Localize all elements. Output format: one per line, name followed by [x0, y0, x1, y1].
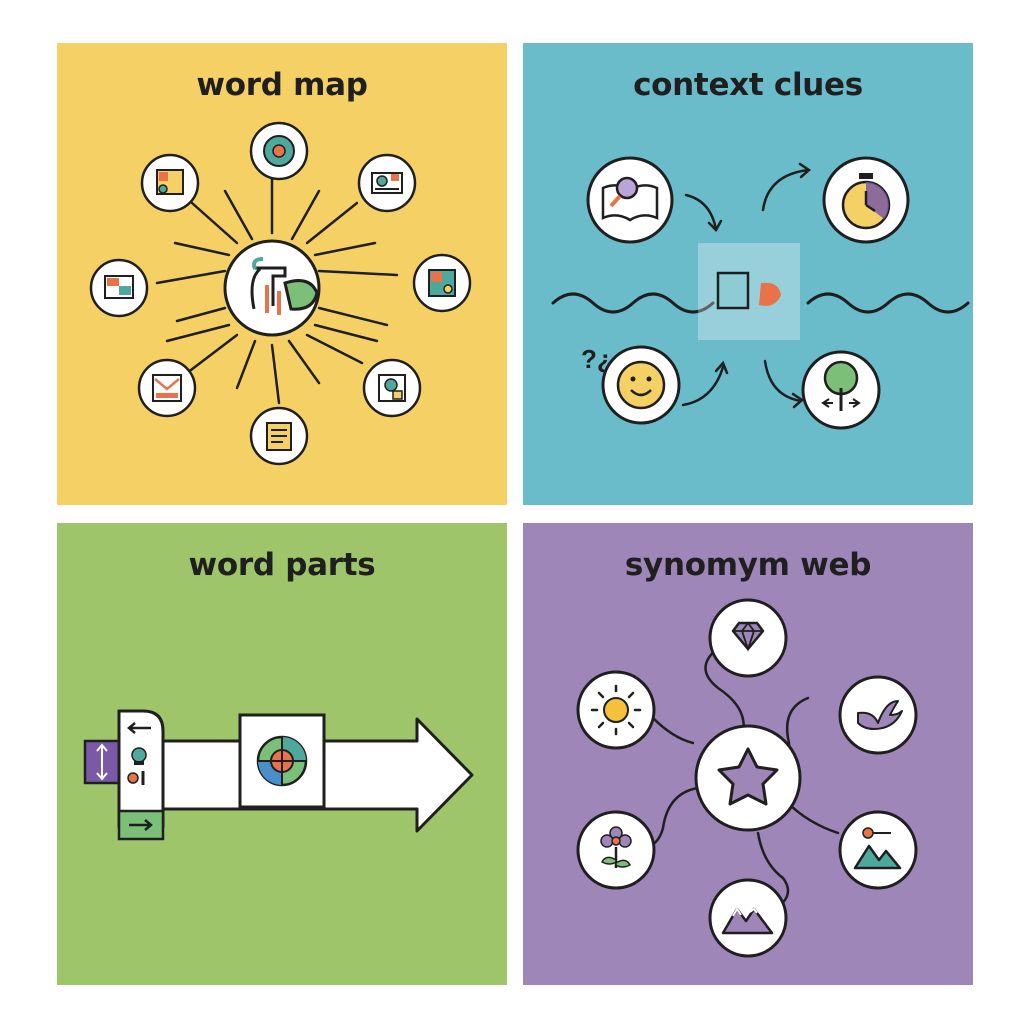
word-map-node-top-left	[140, 153, 200, 213]
word-map-node-right	[412, 253, 472, 313]
unknown-word-icon	[716, 271, 750, 310]
context-wave-right	[806, 292, 970, 314]
word-map-diagram	[89, 121, 472, 466]
unknown-word-accent	[759, 282, 781, 306]
book-magnifier-icon	[586, 156, 674, 244]
word-parts-title: word parts	[188, 547, 376, 583]
flower-icon	[576, 810, 656, 890]
word-map-node-top-right	[357, 153, 417, 213]
tree-icon	[801, 350, 881, 430]
word-parts-target-icon	[238, 713, 326, 809]
context-clues-diagram: ?¿	[551, 156, 970, 430]
context-wave-left	[551, 292, 715, 314]
word-map-spokes	[155, 169, 399, 405]
sun-icon	[576, 670, 656, 750]
word-map-node-top	[249, 121, 309, 181]
word-parts-panel: word parts	[57, 523, 507, 985]
synonym-web-diagram	[576, 598, 918, 958]
word-map-center-icon	[223, 239, 321, 337]
synonym-web-title: synomym web	[624, 547, 872, 583]
smiley-face-icon	[601, 345, 681, 425]
context-clues-title: context clues	[633, 67, 863, 103]
prefix-block	[83, 739, 121, 785]
synonym-web-panel: synomym web	[523, 523, 973, 985]
stopwatch-icon	[822, 156, 910, 244]
mountain-peaks-icon	[708, 878, 788, 958]
word-parts-diagram	[83, 709, 474, 841]
word-map-node-left	[89, 258, 149, 318]
star-center-icon	[694, 724, 802, 832]
root-block	[117, 709, 165, 828]
word-map-node-bottom	[249, 406, 309, 466]
context-clues-panel: context clues ?¿	[523, 43, 973, 505]
word-map-panel: word map	[57, 43, 507, 505]
bird-icon	[838, 675, 918, 755]
word-map-node-bottom-right	[362, 358, 422, 418]
word-map-node-bottom-left	[137, 358, 197, 418]
suffix-block	[117, 809, 165, 841]
context-arrows	[681, 162, 812, 409]
diamond-icon	[708, 598, 788, 678]
word-map-title: word map	[196, 67, 368, 103]
mountain-icon	[838, 810, 918, 890]
